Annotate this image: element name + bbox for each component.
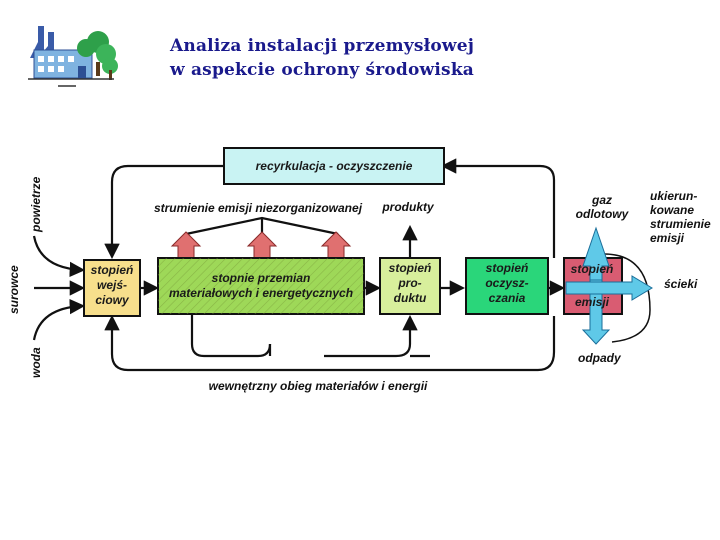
recycle-box [223,147,445,185]
conversion-stage-line-2: materiałowych i energetycznych [169,286,353,300]
exhaust-gas-line-1: gaz [591,193,612,207]
input-stage-line-3: ciowy [95,293,130,307]
input-stage-box [83,259,141,317]
flow-lines [32,158,651,372]
input-raw-materials-label: surowce [7,265,21,314]
directed-streams-line-1: ukierun- [650,189,697,203]
directed-streams-line-3: strumienie [650,217,711,231]
input-air-label: powietrze [29,176,43,233]
input-stage-line-1: stopień [91,263,134,277]
product-stage-line-3: duktu [394,291,427,305]
page-title: Analiza instalacji przemysłowej w aspekc… [170,34,474,82]
title-line-2: w aspekcie ochrony środowiska [170,60,475,80]
emission-stage-line-1: stopień [571,262,614,276]
factory-icon [28,26,118,87]
cleaning-stage-line-1: stopień [486,261,529,275]
title-line-1: Analiza instalacji przemysłowej [170,36,475,56]
cleaning-stage-line-3: czania [489,291,526,305]
products-label: produkty [381,200,435,214]
cleaning-stage-line-2: oczysz- [485,276,528,290]
fugitive-arrows [170,231,352,259]
exhaust-gas-line-2: odlotowy [576,207,630,221]
directed-streams-line-2: kowane [650,203,694,217]
recycle-label: recyrkulacja - oczyszczenie [256,159,413,173]
product-stage-box [379,257,441,315]
product-stage-line-1: stopień [389,261,432,275]
fugitive-label: strumienie emisji niezorganizowanej [154,201,363,215]
input-stage-line-2: wejś- [97,278,127,292]
product-stage-line-2: pro- [397,276,421,290]
internal-loop-label: wewnętrzny obieg materiałów i energii [209,379,428,393]
input-water-label: woda [29,347,43,378]
cleaning-stage-box [465,257,549,315]
directed-streams-line-4: emisji [650,231,685,245]
wastewater-label: ścieki [664,277,698,291]
emission-stage-line-2: emisji [575,295,610,309]
waste-label: odpady [578,351,622,365]
conversion-stage-line-1: stopnie przemian [212,271,311,285]
emission-arrows [565,226,653,345]
